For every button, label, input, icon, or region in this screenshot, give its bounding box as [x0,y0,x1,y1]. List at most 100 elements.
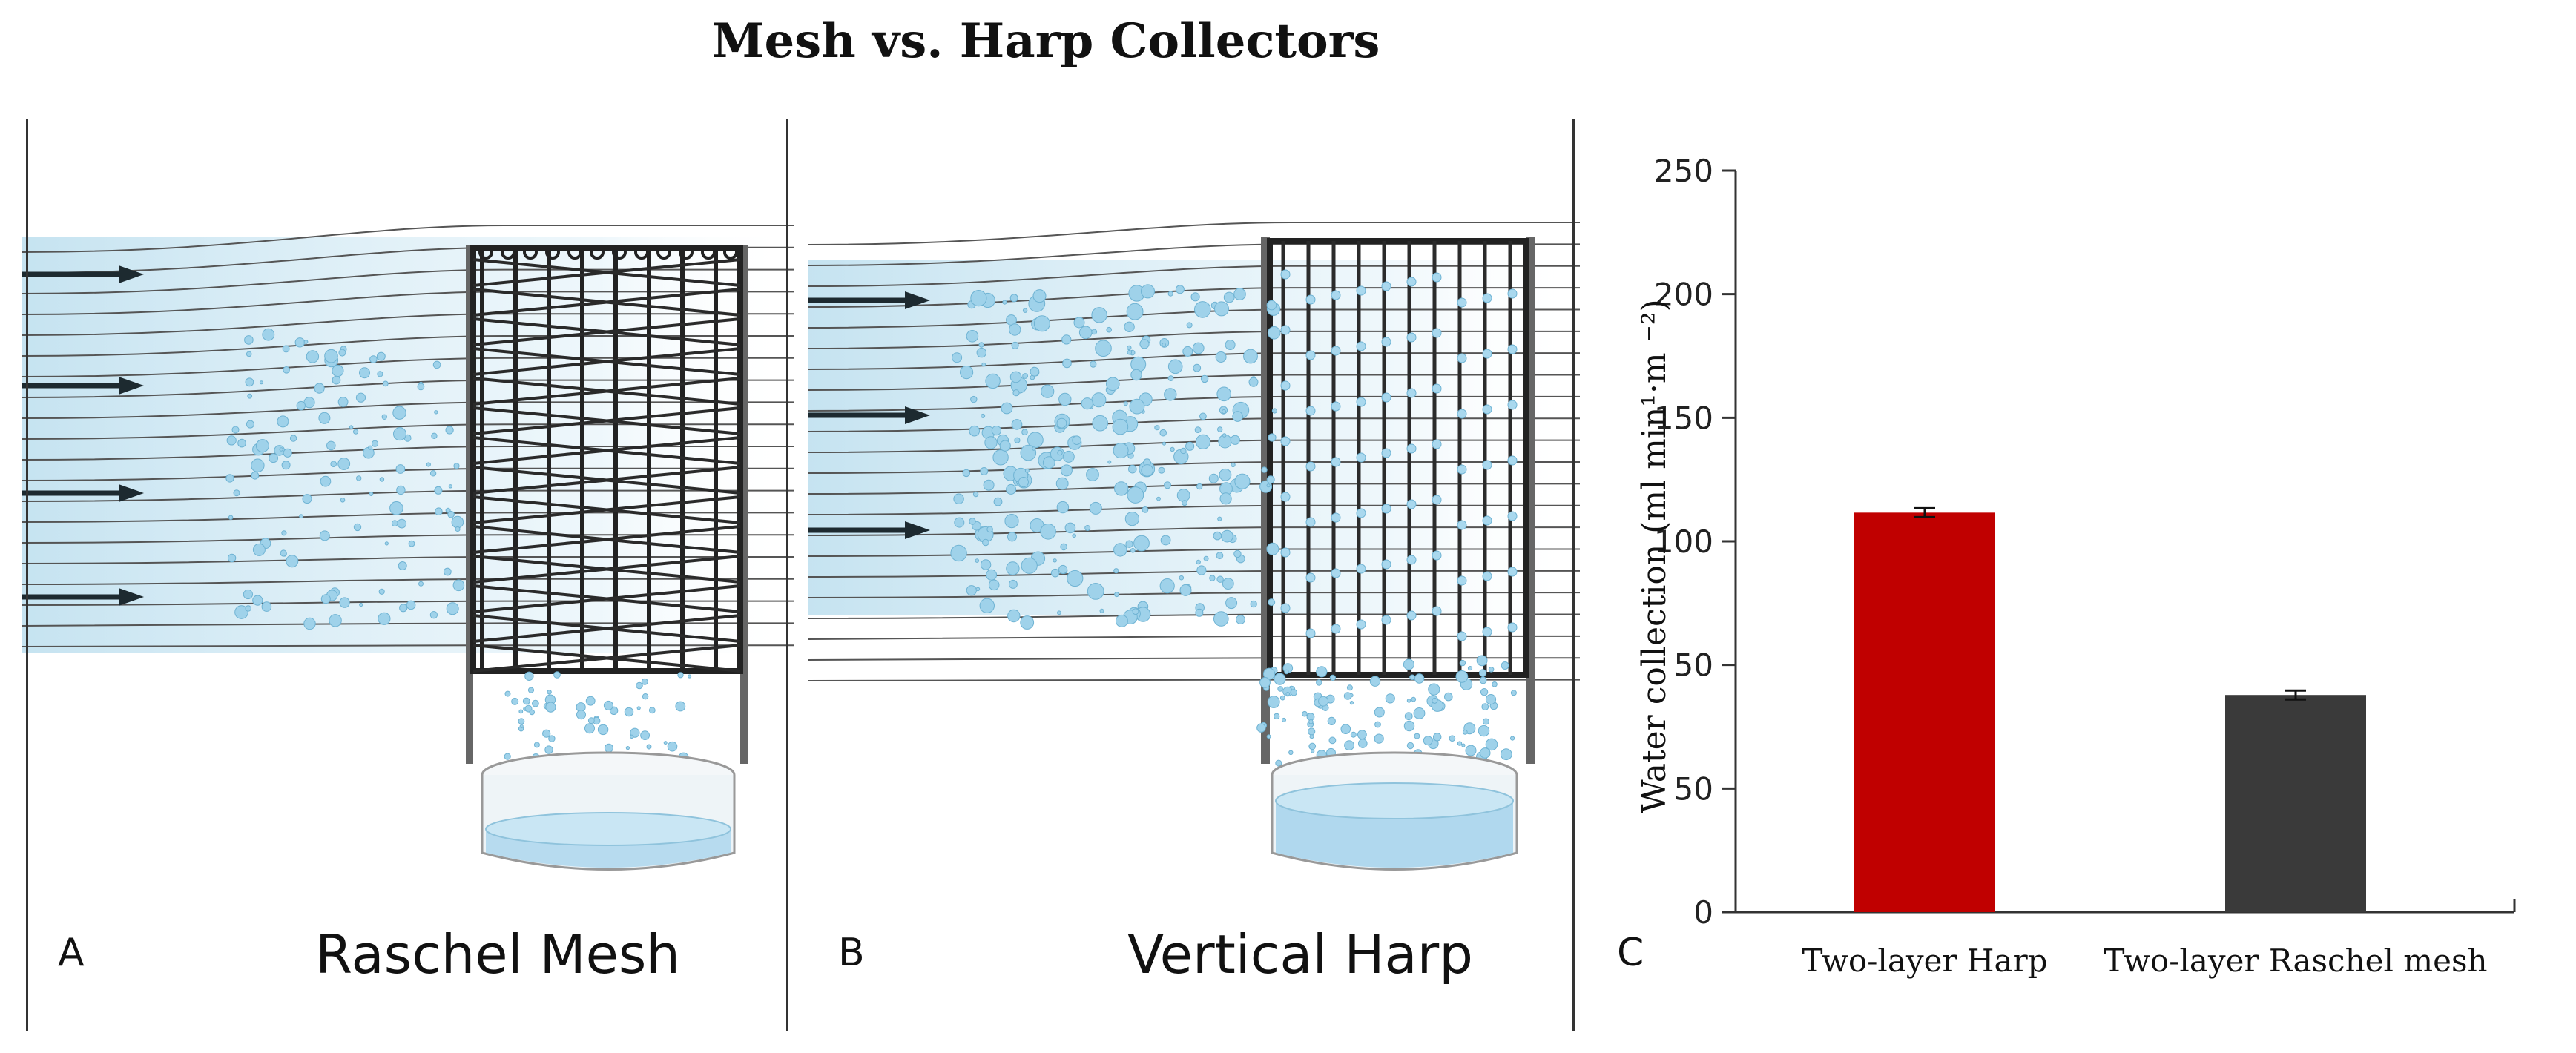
droplet [970,290,987,307]
droplet [1217,426,1223,432]
droplet [1309,734,1314,739]
droplet [1004,514,1019,529]
droplet [245,377,254,387]
droplet [522,697,530,705]
droplet [1141,464,1154,477]
fog-droplets [950,284,1517,767]
droplet [326,440,336,451]
droplet [379,477,385,482]
droplet [1428,683,1440,696]
droplet [1001,402,1013,415]
droplet [1018,477,1029,488]
droplet [1009,294,1018,303]
droplet [237,438,246,448]
wire-droplet [1280,436,1291,446]
droplet [376,351,386,361]
droplet [377,371,383,377]
droplet [395,464,406,474]
droplet [1501,661,1509,670]
droplet [1478,669,1487,677]
panel-edge [26,119,28,1031]
droplet [1192,342,1205,354]
droplet [603,700,613,710]
droplet [1167,291,1173,297]
droplet [1308,727,1316,736]
harp-frame [1267,238,1529,678]
droplet [445,426,454,435]
y-tick-label: 200 [1654,277,1713,313]
droplet [518,718,525,724]
y-tick-label: 150 [1654,400,1713,436]
wire-droplet [1457,297,1467,308]
droplet [1482,718,1489,725]
droplet [1011,419,1023,430]
droplet [1267,696,1280,708]
droplet [306,350,320,363]
droplet [991,426,1001,436]
droplet [1233,288,1246,300]
droplet [1409,674,1415,681]
droplet [231,426,240,434]
droplet [975,587,981,592]
y-tick-label: 100 [1654,524,1713,560]
droplet [1127,345,1132,351]
mesh-weave [472,555,741,584]
droplet [1274,673,1286,685]
droplet [1406,742,1414,750]
droplet [1106,377,1120,392]
droplet [1179,575,1185,581]
droplet [1266,300,1277,311]
droplet [381,414,387,420]
droplet [332,375,341,385]
harp-collector [1261,237,1535,764]
mesh-collector [466,245,748,764]
droplet [1213,611,1229,627]
droplet [1462,729,1468,735]
droplet [1222,433,1227,438]
droplet [1164,481,1171,489]
droplet [1488,667,1495,673]
droplet [1209,575,1216,581]
droplet [1185,441,1195,451]
droplet [382,380,389,387]
droplet [504,690,511,697]
wire-droplet [1331,290,1341,300]
droplet [1414,673,1425,684]
droplet [245,605,251,612]
y-tick-label: 0 [1693,894,1713,931]
wire-droplet [1507,455,1518,466]
droplet [953,493,964,504]
droplet [1072,435,1082,446]
droplet [1167,375,1174,382]
droplet [604,743,613,753]
droplet [283,448,292,458]
panel-a-letter: A [58,931,85,975]
droplet [1127,486,1144,504]
droplet [1476,655,1488,667]
wire-droplet [1280,380,1291,391]
droplet [969,425,980,437]
droplet [642,693,649,700]
panel-c-letter: C [1617,931,1644,975]
panel-b-name: Vertical Harp [1127,923,1473,986]
droplet [688,674,692,679]
panel-b-letter: B [838,931,865,975]
droplet [1308,742,1317,750]
droplet [1142,506,1149,513]
mesh-weave [472,584,741,613]
droplet [252,595,263,606]
droplet [1114,481,1129,496]
droplet [1329,674,1337,681]
droplet [636,706,641,710]
droplet [1123,401,1128,406]
droplet [1170,446,1175,452]
mesh-ring [679,245,694,260]
mesh-weave [472,466,741,495]
droplet [1414,733,1420,739]
droplet [646,744,652,750]
droplet [1225,340,1236,350]
droplet [1203,555,1209,561]
wire-droplet [1381,337,1391,347]
droplet [981,413,986,418]
droplet [1160,535,1171,546]
